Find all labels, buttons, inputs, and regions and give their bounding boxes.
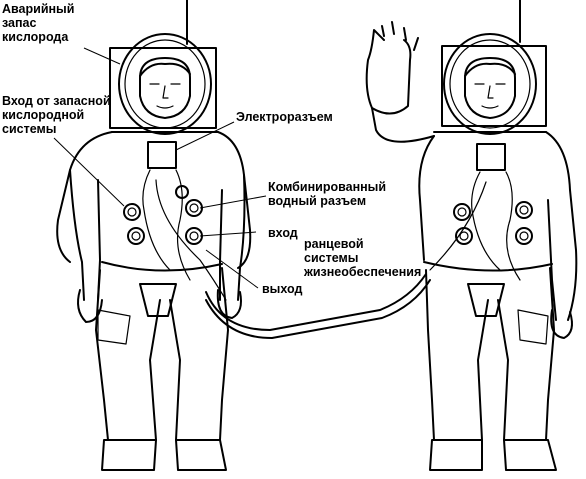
label-electrical-connector: Электроразъем xyxy=(236,110,333,124)
label-combined-water-connector: Комбинированный водный разъем xyxy=(268,180,387,208)
label-output: выход xyxy=(262,282,303,296)
right-astronaut xyxy=(365,0,578,471)
leader-water xyxy=(199,195,267,209)
leader-lines xyxy=(53,47,267,289)
label-emergency-oxygen: Аварийный запас кислорода xyxy=(2,2,75,44)
label-backpack-life-support: ранцевой системы жизнеобеспечения xyxy=(304,237,422,279)
leader-input xyxy=(199,231,257,237)
left-astronaut xyxy=(56,0,252,471)
umbilical-hose xyxy=(205,273,427,331)
leader-backup-oxygen xyxy=(53,137,125,207)
leader-emergency-oxygen xyxy=(83,47,121,65)
label-input: вход xyxy=(268,226,298,240)
label-backup-oxygen-input: Вход от запасной кислородной системы xyxy=(2,94,111,136)
leader-electrical xyxy=(175,121,235,151)
leader-output xyxy=(205,249,259,289)
